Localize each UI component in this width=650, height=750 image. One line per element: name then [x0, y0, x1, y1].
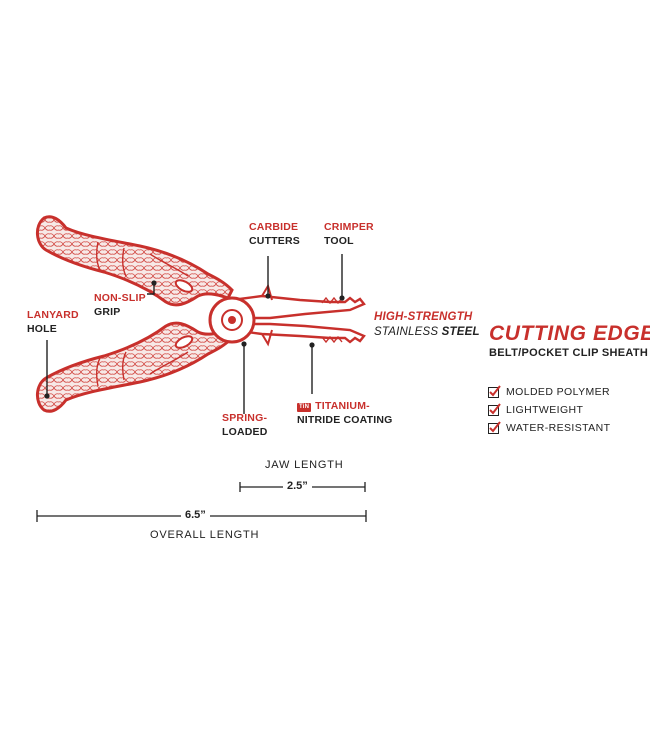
upper-handle — [36, 215, 234, 307]
overall-dimension-ticks — [36, 510, 367, 522]
panel-title: CUTTING EDGE — [489, 322, 650, 345]
dot-nonslip — [151, 280, 157, 286]
titanium-line2: NITRIDE COATING — [297, 414, 393, 426]
callout-lanyard-hole: LANYARD HOLE — [27, 308, 79, 336]
lower-jaw — [227, 322, 366, 347]
callout-carbide-cutters: CARBIDE CUTTERS — [249, 220, 300, 248]
dot-titanium — [309, 342, 315, 348]
dot-spring — [241, 341, 247, 347]
nonslip-line2: GRIP — [94, 306, 121, 318]
jaw-dimension-ticks — [239, 482, 366, 492]
overall-length-label: OVERALL LENGTH — [150, 529, 260, 541]
checkbox-icon — [488, 402, 501, 416]
pivot-joint — [208, 296, 256, 344]
highstrength-line2b: STEEL — [441, 326, 480, 338]
callout-nonslip-grip: NON-SLIP GRIP — [94, 291, 146, 319]
spring-line1: SPRING- — [222, 412, 268, 424]
checkbox-icon — [488, 420, 501, 434]
carbide-line1: CARBIDE — [249, 221, 299, 233]
highstrength-line2a: STAINLESS — [374, 326, 439, 338]
jaw-length-label: JAW LENGTH — [265, 459, 344, 471]
nonslip-line1: NON-SLIP — [94, 292, 146, 304]
carbide-line2: CUTTERS — [249, 235, 300, 247]
feature-item: MOLDED POLYMER — [488, 384, 611, 399]
overall-length-value: 6.5” — [181, 509, 210, 521]
dot-crimper — [339, 295, 345, 301]
feature-label: LIGHTWEIGHT — [506, 404, 584, 416]
panel-subtitle: BELT/POCKET CLIP SHEATH — [489, 347, 648, 359]
feature-label: MOLDED POLYMER — [506, 386, 611, 398]
callout-high-strength-steel: HIGH-STRENGTH STAINLESS STEEL — [374, 310, 480, 340]
jaw-length-value: 2.5” — [283, 480, 312, 492]
upper-jaw — [229, 283, 366, 320]
lanyard-line1: LANYARD — [27, 309, 79, 321]
dot-carbide — [265, 293, 271, 299]
crimper-line2: TOOL — [324, 235, 354, 247]
subtitle-light: BELT/POCKET CLIP — [489, 347, 599, 359]
callout-spring-loaded: SPRING- LOADED — [222, 411, 268, 439]
feature-item: WATER-RESISTANT — [488, 420, 611, 435]
leader-lines — [147, 254, 343, 414]
leader-nonslip — [147, 284, 155, 295]
tin-badge: TiN — [297, 403, 312, 412]
spring-line2: LOADED — [222, 426, 268, 438]
feature-item: LIGHTWEIGHT — [488, 402, 584, 417]
subtitle-bold: SHEATH — [601, 347, 649, 359]
crimper-line1: CRIMPER — [324, 221, 374, 233]
lanyard-line2: HOLE — [27, 323, 57, 335]
leader-dots — [44, 280, 345, 399]
checkbox-icon — [488, 384, 501, 398]
callout-crimper-tool: CRIMPER TOOL — [324, 220, 374, 248]
lower-handle — [36, 321, 234, 413]
feature-label: WATER-RESISTANT — [506, 422, 611, 434]
highstrength-line1: HIGH-STRENGTH — [374, 311, 473, 323]
titanium-line1: TITANIUM- — [315, 400, 370, 412]
